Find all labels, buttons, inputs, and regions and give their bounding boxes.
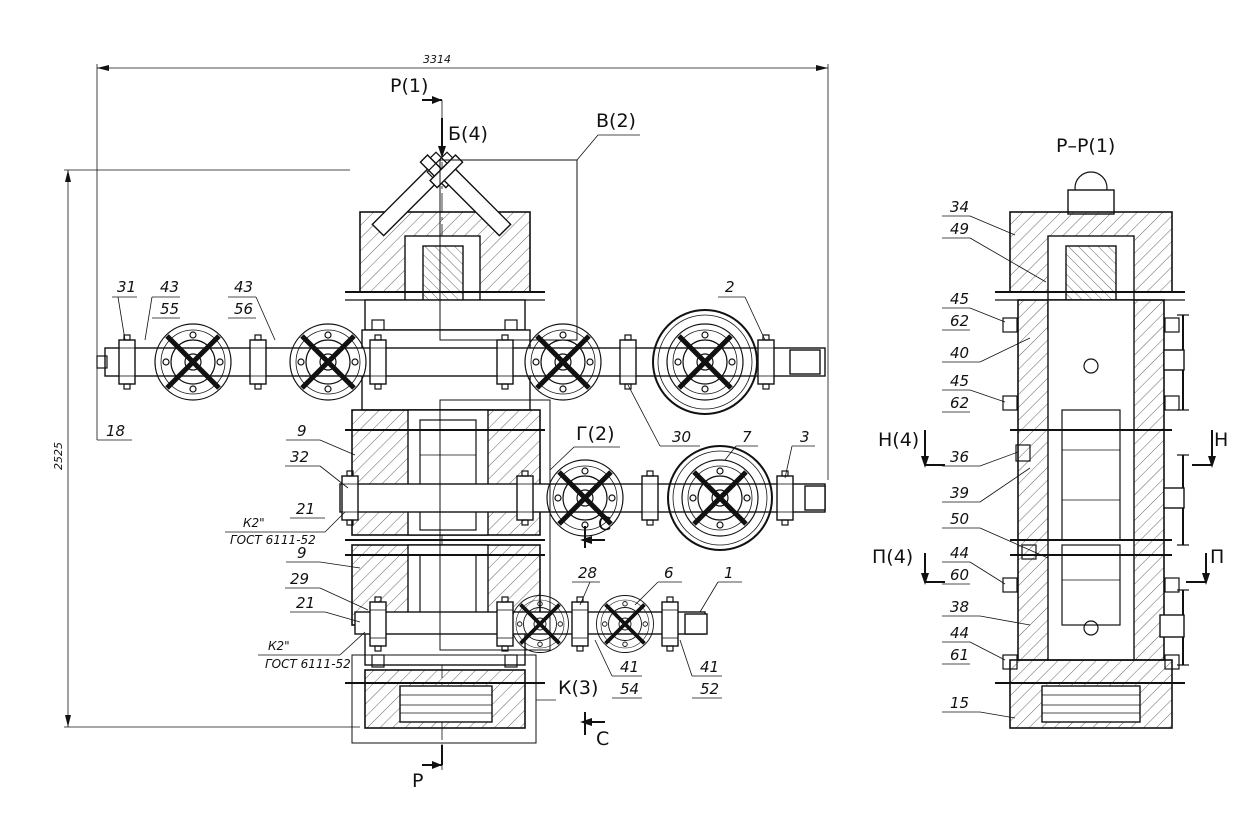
label-1: 1 bbox=[724, 564, 734, 582]
label-55: 55 bbox=[160, 300, 179, 318]
label-9a: 9 bbox=[297, 422, 307, 440]
label-54: 54 bbox=[620, 680, 639, 698]
note-k2-bottom: К2" bbox=[268, 639, 290, 653]
label-62a: 62 bbox=[950, 312, 969, 330]
central-body bbox=[345, 329, 545, 729]
label-6: 6 bbox=[664, 564, 674, 582]
label-50: 50 bbox=[950, 510, 969, 528]
section-mark-g2: Г(2) bbox=[576, 423, 615, 445]
label-34: 34 bbox=[950, 198, 969, 216]
label-49: 49 bbox=[950, 220, 969, 238]
side-part-labels: 34 49 45 62 40 45 62 36 39 bbox=[942, 198, 1049, 719]
label-52: 52 bbox=[700, 680, 719, 698]
section-mark-p4: П(4) bbox=[872, 546, 913, 568]
section-mark-k3: К(3) bbox=[558, 677, 598, 699]
lower-run bbox=[354, 593, 708, 655]
section-marks-front: Р(1) Б(4) В(2) Г(2) К(3) С С Р bbox=[390, 75, 640, 792]
middle-run bbox=[339, 445, 826, 551]
note-k2-top: К2" bbox=[243, 516, 265, 530]
label-30: 30 bbox=[672, 428, 691, 446]
label-36: 36 bbox=[950, 448, 969, 466]
dimension-width-label: 3314 bbox=[423, 53, 451, 66]
label-62b: 62 bbox=[950, 394, 969, 412]
section-mark-n4: Н(4) bbox=[878, 429, 919, 451]
label-31: 31 bbox=[117, 278, 136, 296]
label-56: 56 bbox=[234, 300, 253, 318]
label-44b: 44 bbox=[950, 624, 969, 642]
label-29: 29 bbox=[290, 570, 309, 588]
section-mark-c-top: С bbox=[598, 513, 611, 535]
label-43a: 43 bbox=[160, 278, 179, 296]
section-mark-r: Р bbox=[412, 770, 423, 792]
label-32: 32 bbox=[290, 448, 309, 466]
section-mark-v2: В(2) bbox=[596, 110, 636, 132]
label-60: 60 bbox=[950, 566, 969, 584]
section-mark-b4: Б(4) bbox=[448, 123, 488, 145]
label-18: 18 bbox=[106, 422, 125, 440]
label-3: 3 bbox=[800, 428, 810, 446]
label-38: 38 bbox=[950, 598, 969, 616]
note-gost-bottom: ГОСТ 6111-52 bbox=[265, 657, 351, 671]
side-view-title: Р–Р(1) bbox=[1056, 135, 1115, 157]
dimension-width: 3314 bbox=[96, 53, 829, 480]
front-part-labels: 31 43 55 43 56 18 2 30 9 32 bbox=[97, 278, 815, 699]
upper-run bbox=[96, 309, 826, 415]
section-mark-c-bottom: С bbox=[596, 728, 609, 750]
label-15: 15 bbox=[950, 694, 969, 712]
label-21a: 21 bbox=[296, 500, 315, 518]
label-45b: 45 bbox=[950, 372, 969, 390]
label-41a: 41 bbox=[620, 658, 639, 676]
label-44a: 44 bbox=[950, 544, 969, 562]
label-21b: 21 bbox=[296, 594, 315, 612]
label-39: 39 bbox=[950, 484, 969, 502]
section-mark-r1: Р(1) bbox=[390, 75, 428, 97]
top-head bbox=[345, 151, 545, 337]
label-41b: 41 bbox=[700, 658, 719, 676]
label-7: 7 bbox=[742, 428, 752, 446]
label-45a: 45 bbox=[950, 290, 969, 308]
side-view: Р–Р(1) bbox=[872, 135, 1228, 729]
label-28: 28 bbox=[578, 564, 597, 582]
label-43b: 43 bbox=[234, 278, 253, 296]
label-2: 2 bbox=[725, 278, 735, 296]
dimension-height-label: 2525 bbox=[52, 442, 65, 470]
dimension-height: 2525 bbox=[52, 169, 360, 728]
label-40: 40 bbox=[950, 344, 969, 362]
note-gost-top: ГОСТ 6111-52 bbox=[230, 533, 316, 547]
section-mark-n: Н bbox=[1214, 429, 1228, 451]
label-9b: 9 bbox=[297, 544, 307, 562]
section-mark-p: П bbox=[1210, 546, 1224, 568]
front-view: 3314 2525 bbox=[52, 53, 829, 792]
label-61: 61 bbox=[950, 646, 969, 664]
